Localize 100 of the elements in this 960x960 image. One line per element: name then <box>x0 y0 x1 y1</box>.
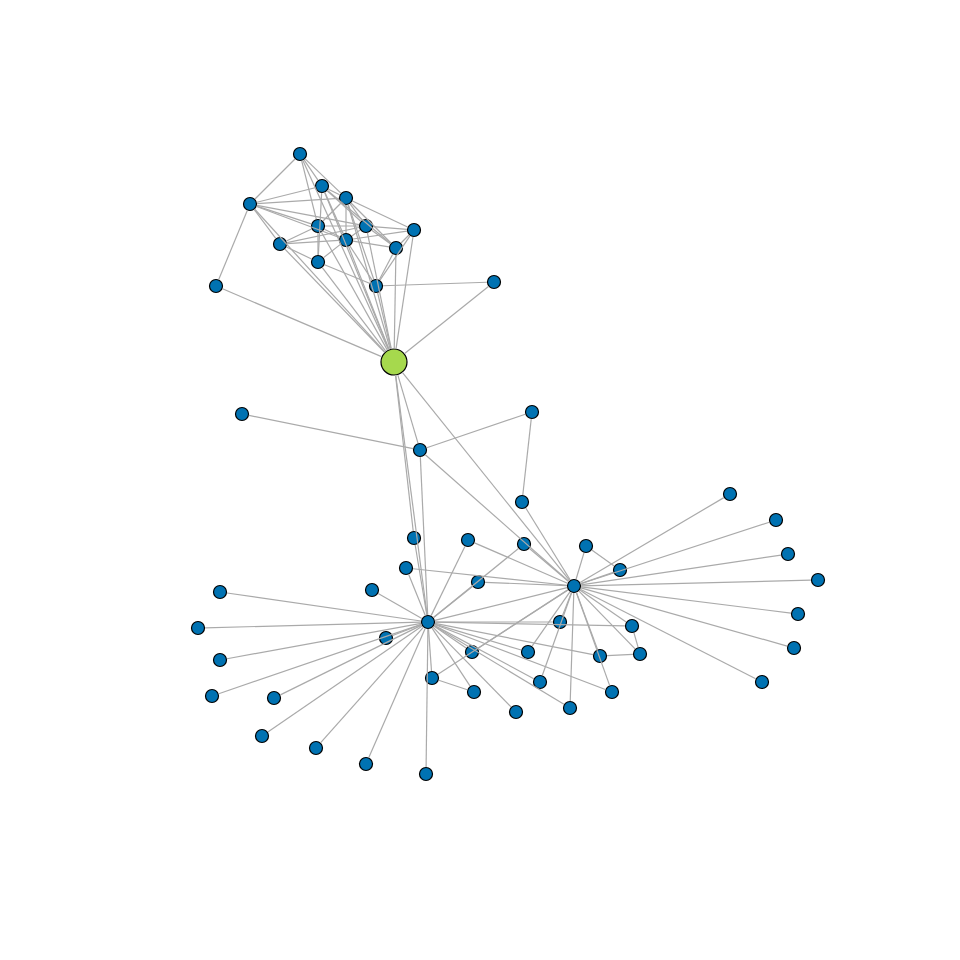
network-node <box>190 620 206 636</box>
network-node <box>562 700 578 716</box>
connector-line <box>434 623 522 651</box>
connector-line <box>477 589 569 649</box>
network-node <box>204 688 220 704</box>
connector-line <box>284 248 386 353</box>
network-node <box>624 618 640 634</box>
connector-line <box>579 588 757 680</box>
connector-line <box>349 245 373 281</box>
connector-line <box>575 592 599 650</box>
connector-line <box>226 592 422 622</box>
network-node <box>466 684 482 700</box>
connector-line <box>591 549 615 567</box>
connector-line <box>368 627 426 759</box>
connector-line <box>322 243 342 259</box>
connector-line <box>424 454 570 582</box>
connector-line <box>285 228 313 242</box>
network-node <box>234 406 250 422</box>
connector-line <box>226 622 422 660</box>
connector-line <box>371 229 391 245</box>
connector-line <box>432 585 474 619</box>
connector-line <box>580 521 770 585</box>
network-node <box>578 538 594 554</box>
connector-line <box>434 621 554 623</box>
connector-line <box>575 592 611 686</box>
connector-line <box>580 587 788 647</box>
connector-line <box>345 204 347 234</box>
connector-line <box>254 208 386 353</box>
network-node <box>508 704 524 720</box>
connector-line <box>404 285 490 355</box>
connector-line <box>218 209 248 281</box>
connector-line <box>412 568 568 586</box>
connector-line <box>431 627 471 687</box>
connector-line <box>372 226 408 230</box>
network-node <box>242 196 258 212</box>
connector-line <box>580 554 782 586</box>
connector-line <box>580 571 614 585</box>
connector-line <box>248 414 414 450</box>
connector-line <box>414 544 428 616</box>
connector-line <box>321 267 387 352</box>
network-node <box>524 404 540 420</box>
connector-line <box>320 231 388 351</box>
connector-line <box>377 592 423 620</box>
connector-line <box>303 159 319 181</box>
network-node <box>364 582 380 598</box>
network-node <box>254 728 270 744</box>
connector-line <box>366 232 392 350</box>
network-node <box>406 222 422 238</box>
network-node <box>754 674 770 690</box>
network-node <box>266 690 282 706</box>
network-node <box>398 560 414 576</box>
network-node <box>514 494 530 510</box>
connector-line <box>279 624 423 696</box>
connector-line <box>286 226 360 244</box>
connector-line <box>267 625 423 733</box>
connector-line <box>352 240 390 248</box>
connector-line <box>323 228 341 238</box>
connector-line <box>324 192 390 351</box>
network-node <box>780 546 796 562</box>
connector-line <box>322 202 342 222</box>
connector-line <box>351 229 361 237</box>
connector-line <box>347 204 375 280</box>
connector-line <box>379 235 411 281</box>
network-node <box>632 646 648 662</box>
connector-line <box>561 592 573 616</box>
connector-line <box>432 547 520 619</box>
network-node <box>768 512 784 528</box>
connector-line <box>348 246 390 350</box>
connector-line <box>221 288 383 358</box>
connector-line <box>256 205 312 225</box>
connector-line <box>395 236 414 350</box>
connector-line <box>579 589 627 623</box>
connector-line <box>254 158 296 200</box>
network-node <box>212 652 228 668</box>
connector-line <box>256 187 316 203</box>
connector-line <box>434 587 568 621</box>
connector-line <box>580 579 812 587</box>
connector-line <box>352 230 408 240</box>
network-node <box>566 578 582 594</box>
connector-line <box>541 592 573 676</box>
connector-line <box>324 225 360 227</box>
connector-line <box>204 621 422 629</box>
connector-line <box>350 202 392 244</box>
connector-line <box>327 188 341 196</box>
connector-line <box>256 197 340 205</box>
connector-line <box>528 548 570 583</box>
connector-line <box>349 203 363 221</box>
connector-line <box>256 204 360 226</box>
connector-line <box>434 621 626 627</box>
connector-line <box>256 205 340 239</box>
network-node <box>786 640 802 656</box>
connector-line <box>326 190 362 222</box>
network-node <box>604 684 620 700</box>
connector-line <box>253 209 277 239</box>
connector-line <box>401 372 571 582</box>
connector-line <box>433 625 565 705</box>
connector-line <box>218 623 422 695</box>
connector-line <box>408 574 426 617</box>
connector-line <box>579 497 725 583</box>
connector-line <box>606 653 634 657</box>
